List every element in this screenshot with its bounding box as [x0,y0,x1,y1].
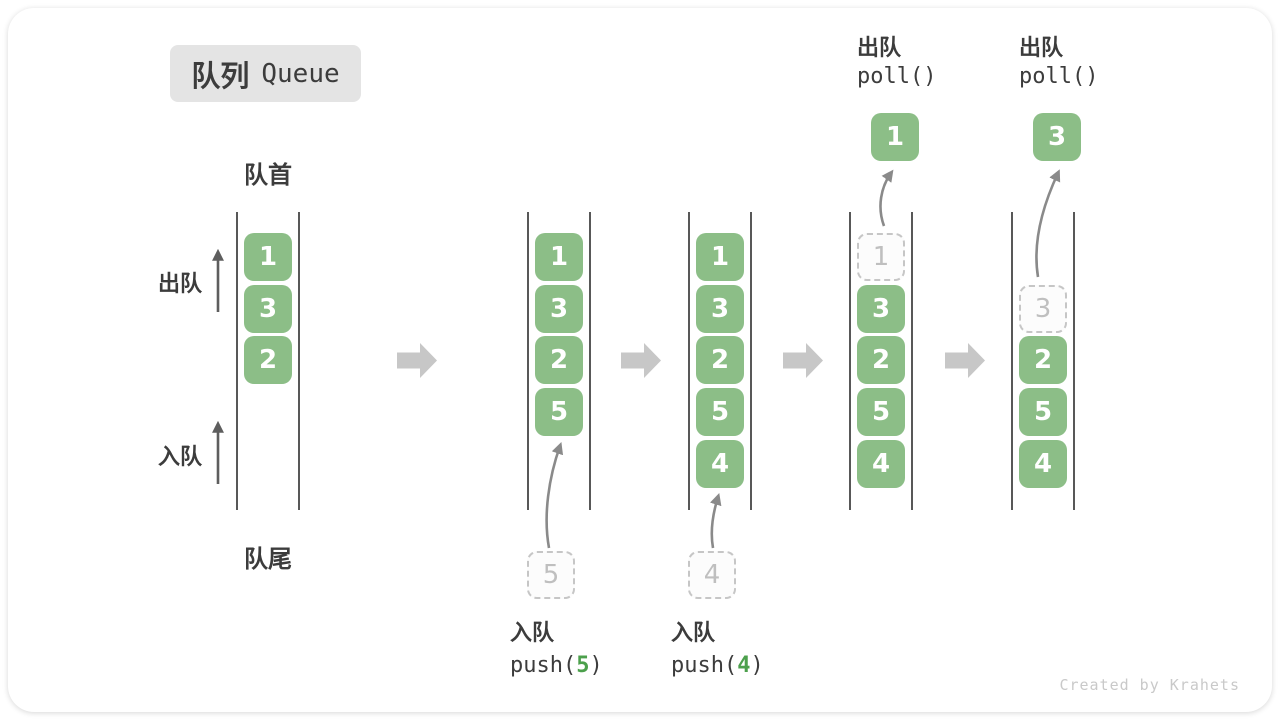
column-wall-right [298,212,300,510]
enqueue-op-label: 入队 [671,620,716,645]
dequeued-value-box: 3 [1033,113,1081,161]
queue-slot: 5 [1019,388,1067,436]
queue-slot: 3 [244,285,292,333]
op-arg-value: 4 [737,653,751,678]
dequeued-value-box: 1 [871,113,919,161]
watermark: Created by Krahets [1059,676,1240,694]
dequeue-side-label: 出队 [157,271,202,296]
queue-slot: 2 [244,336,292,384]
queue-slot: 4 [1019,440,1067,488]
queue-slot: 5 [535,388,583,436]
incoming-value-box: 4 [688,551,736,599]
queue-slot: 2 [1019,336,1067,384]
queue-slot: 2 [857,336,905,384]
figure-card [8,8,1272,712]
queue-slot: 1 [535,233,583,281]
dequeue-op-code: poll() [857,64,937,89]
title-en: Queue [261,58,340,89]
incoming-value-box: 5 [527,551,575,599]
queue-slot: 2 [696,336,744,384]
column-wall-right [750,212,752,510]
queue-slot: 4 [857,440,905,488]
queue-slot: 4 [696,440,744,488]
enqueue-op-code: push(5) [510,653,603,678]
enqueue-op-label: 入队 [510,620,555,645]
column-wall-left [236,212,238,510]
op-arg-value: 5 [576,653,590,678]
column-wall-right [1073,212,1075,510]
queue-slot: 1 [244,233,292,281]
column-wall-right [589,212,591,510]
queue-slot: 1 [696,233,744,281]
queue-slot-removed: 1 [857,233,905,281]
queue-slot: 5 [857,388,905,436]
queue-front-label: 队首 [244,162,292,189]
queue-slot: 5 [696,388,744,436]
queue-rear-label: 队尾 [244,546,292,573]
title-badge: 队列 Queue [170,45,361,102]
dequeue-op-code: poll() [1019,64,1099,89]
column-wall-right [911,212,913,510]
enqueue-side-label: 入队 [157,444,202,469]
enqueue-op-code: push(4) [671,653,764,678]
column-wall-left [1011,212,1013,510]
dequeue-op-label: 出队 [857,35,902,60]
queue-slot: 2 [535,336,583,384]
dequeue-op-label: 出队 [1019,35,1064,60]
column-wall-left [527,212,529,510]
queue-slot: 3 [696,285,744,333]
queue-slot-removed: 3 [1019,285,1067,333]
queue-slot: 3 [535,285,583,333]
queue-slot: 3 [857,285,905,333]
title-zh: 队列 [191,60,250,93]
column-wall-left [688,212,690,510]
column-wall-left [849,212,851,510]
